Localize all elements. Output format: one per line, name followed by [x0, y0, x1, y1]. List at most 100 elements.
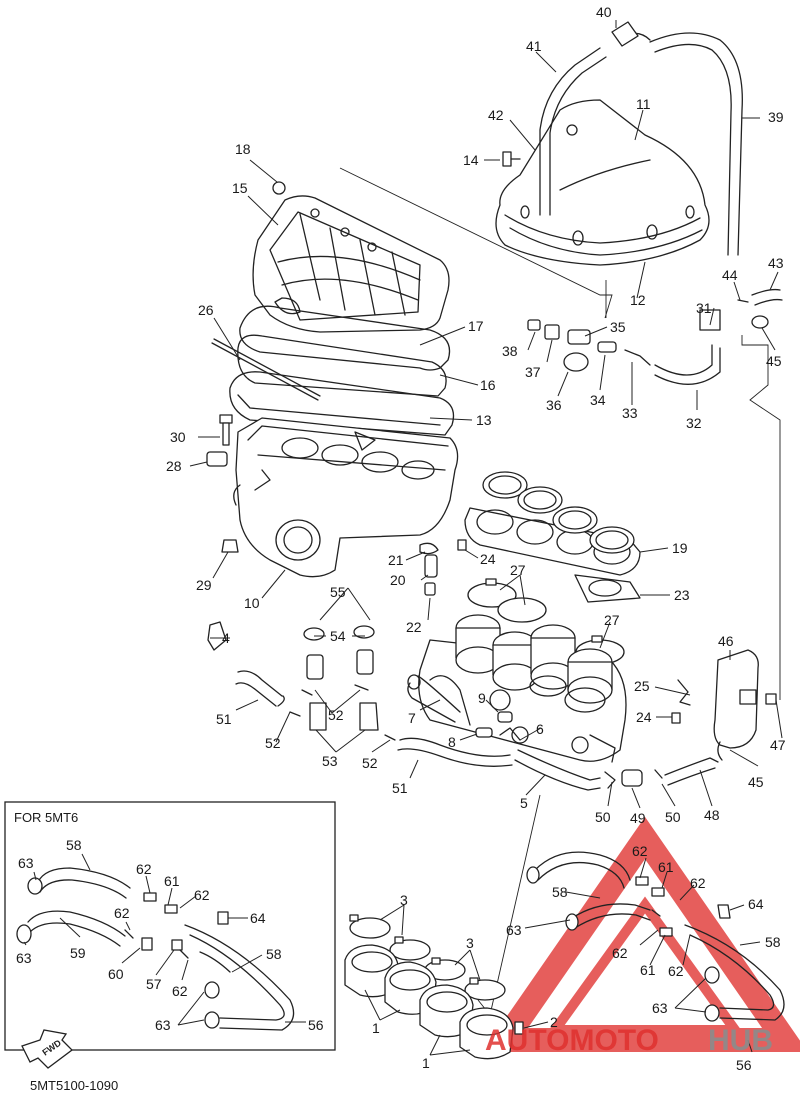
callout-32: 32 — [686, 415, 702, 431]
callout-56a: 56 — [736, 1057, 752, 1073]
callout-49: 49 — [630, 810, 646, 826]
inset-frame — [4, 801, 336, 1051]
callout-58d: 58 — [266, 946, 282, 962]
pipe-7 — [407, 674, 461, 723]
plug-29 — [221, 539, 239, 553]
callout-52b: 52 — [265, 735, 281, 751]
screw-24b — [671, 712, 681, 724]
gasket-17 — [239, 305, 451, 371]
callout-53: 53 — [322, 753, 338, 769]
callout-62a: 62 — [632, 843, 648, 859]
element-13 — [229, 371, 455, 436]
callout-55: 55 — [330, 584, 346, 600]
airbox-lower — [233, 417, 459, 578]
callout-64a: 64 — [748, 896, 764, 912]
callout-37: 37 — [525, 364, 541, 380]
callout-30: 30 — [170, 429, 186, 445]
callout-20: 20 — [390, 572, 406, 588]
callout-33: 33 — [622, 405, 638, 421]
bolt-14 — [502, 151, 521, 167]
grommet-28 — [206, 451, 228, 467]
callout-3b: 3 — [466, 935, 474, 951]
callout-45a: 45 — [766, 353, 782, 369]
callout-47: 47 — [770, 737, 786, 753]
nipples-53 — [289, 625, 396, 741]
intake-funnels — [344, 914, 514, 1060]
air-filter-cover — [495, 99, 710, 266]
callout-44: 44 — [722, 267, 738, 283]
callout-62e: 62 — [136, 861, 152, 877]
watermark-text-a: AUTOMOTO — [485, 1024, 659, 1057]
inset-hoses — [16, 867, 295, 1031]
nipple-9 — [497, 711, 513, 723]
callout-51b: 51 — [392, 780, 408, 796]
callout-63d: 63 — [16, 950, 32, 966]
callout-58c: 58 — [66, 837, 82, 853]
callout-1a: 1 — [372, 1020, 380, 1036]
callout-61b: 61 — [640, 962, 656, 978]
callout-63e: 63 — [155, 1017, 171, 1033]
throttle-body — [418, 614, 627, 763]
callout-8: 8 — [448, 734, 456, 750]
callout-51a: 51 — [216, 711, 232, 727]
callout-19: 19 — [672, 540, 688, 556]
callout-63a: 63 — [506, 922, 522, 938]
callout-40: 40 — [596, 4, 612, 20]
callout-62d: 62 — [668, 963, 684, 979]
callout-25: 25 — [634, 678, 650, 694]
callout-62b: 62 — [690, 875, 706, 891]
joint-19 — [464, 471, 641, 576]
callout-50b: 50 — [665, 809, 681, 825]
screw-47 — [765, 693, 777, 705]
callout-64b: 64 — [250, 910, 266, 926]
screw-2 — [514, 1021, 524, 1035]
callout-57: 57 — [146, 976, 162, 992]
inset-title: FOR 5MT6 — [14, 810, 78, 825]
callout-24b: 24 — [636, 709, 652, 725]
callout-18: 18 — [235, 141, 251, 157]
callout-56b: 56 — [308, 1017, 324, 1033]
leader-lines — [23, 20, 783, 1056]
callout-22: 22 — [406, 619, 422, 635]
joint-49 — [604, 757, 719, 789]
callout-58a: 58 — [552, 884, 568, 900]
callout-28: 28 — [166, 458, 182, 474]
callout-52a: 52 — [328, 707, 344, 723]
callout-1b: 1 — [422, 1055, 430, 1071]
pipe-8 — [475, 727, 493, 738]
callout-14: 14 — [463, 152, 479, 168]
clamp-45b — [717, 741, 723, 761]
callout-5: 5 — [520, 795, 528, 811]
callout-52c: 52 — [362, 755, 378, 771]
valve-cluster — [527, 288, 783, 385]
callout-9: 9 — [478, 690, 486, 706]
clip-21 — [419, 542, 439, 555]
callout-61c: 61 — [164, 873, 180, 889]
breather-hoses — [539, 21, 743, 256]
callout-11: 11 — [636, 96, 651, 112]
callout-41: 41 — [526, 38, 542, 54]
callout-27b: 27 — [604, 612, 620, 628]
callout-29: 29 — [196, 577, 212, 593]
callout-7: 7 — [408, 710, 416, 726]
callout-43: 43 — [768, 255, 784, 271]
callout-58b: 58 — [765, 934, 781, 950]
callout-63c: 63 — [18, 855, 34, 871]
screw-24a — [457, 539, 467, 551]
airbox-upper — [252, 181, 450, 333]
callout-26: 26 — [198, 302, 214, 318]
callout-35: 35 — [610, 319, 626, 335]
clip-6 — [499, 727, 521, 741]
callout-10: 10 — [244, 595, 260, 611]
fwd-arrow-icon — [21, 1029, 73, 1069]
diagram-code: 5MT5100-1090 — [30, 1078, 118, 1093]
callout-42: 42 — [488, 107, 504, 123]
callout-31: 31 — [696, 300, 712, 316]
callout-39: 39 — [768, 109, 784, 125]
callout-60: 60 — [108, 966, 124, 982]
callout-62f: 62 — [194, 887, 210, 903]
callout-27a: 27 — [510, 562, 526, 578]
callout-34: 34 — [590, 392, 606, 408]
callout-15: 15 — [232, 180, 248, 196]
